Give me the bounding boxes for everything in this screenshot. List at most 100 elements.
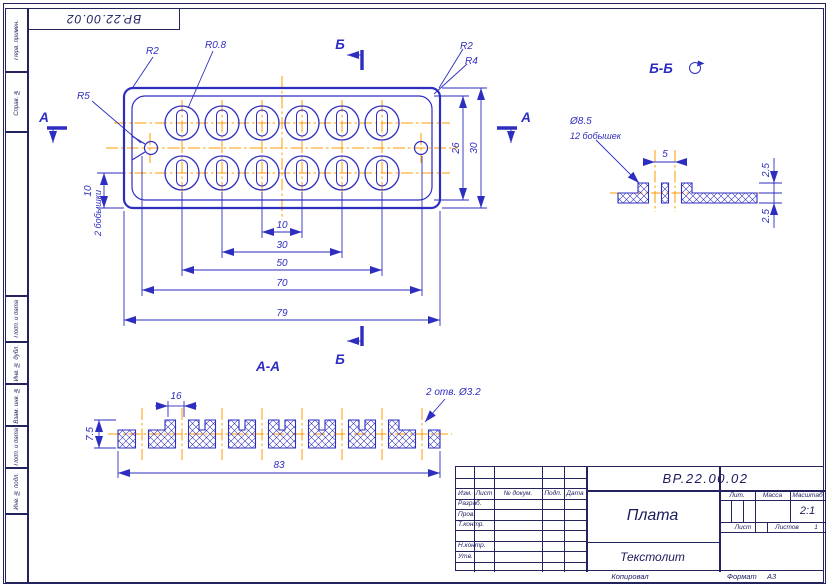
tb-material: Текстолит [620,550,685,564]
tb-header-izm: Изм. [458,489,472,497]
boss [164,105,200,141]
section-bb-view: Б-Б [569,60,782,228]
dia-label-85: Ø8.5 [569,116,592,127]
divider [755,490,756,532]
radius-leaders [91,48,468,144]
divider [456,519,586,521]
note-2-bosses: 2 бобышки [93,190,103,237]
tb-header-massa: Масса [762,491,783,499]
divider [719,500,825,501]
dim-label-25-bottom: 2.5 [761,209,772,224]
divider [790,490,791,522]
section-cut-marks [47,50,517,346]
boss [324,155,360,191]
dim-label-25-top: 2.5 [761,163,772,178]
footer-format-value: А3 [767,572,777,581]
dim-label-16: 16 [170,391,182,402]
tb-header-lit: Лит. [729,491,745,499]
tb-part-name: Плата [626,507,679,524]
margin-box-podp-data-1: Подп. и дата [5,296,28,342]
dim-label-70: 70 [276,278,288,289]
margin-box-vzam-inv: Взам. инв. № [5,384,28,426]
divider [456,551,586,552]
margin-box-podp-data-2: Подп. и дата [5,426,28,468]
sheet-outer-border [3,3,826,584]
tb-header-listov: Листов [775,523,799,531]
radius-label-r5: R5 [77,91,90,102]
boss [324,105,360,141]
holes-note-label: 2 отв. Ø3.2 [425,387,481,398]
boss [244,105,280,141]
tb-listov-value: 1 [814,523,818,531]
divider [494,467,495,572]
bosses [164,105,400,191]
centerlines [106,76,458,220]
divider [456,488,586,489]
dim-label-10-bottom: 10 [276,220,288,231]
divider [456,509,586,510]
tb-scale-value: 2:1 [799,505,816,517]
title-block: ВР.22.00.02 Плата Текстолит Изм. Лист № … [455,466,825,572]
divider [731,500,732,522]
divider [719,522,825,523]
section-label-b-top: Б [335,37,345,52]
dim-label-30-bottom: 30 [276,240,288,251]
footer-strip: Копировал Формат А3 [455,571,824,583]
dimension-lines [100,88,485,324]
dim-label-83: 83 [273,460,285,471]
margin-box-sprav-no: Справ. № [5,72,28,132]
boss [204,105,240,141]
tb-row-n-kontr: Н.контр. [458,542,486,550]
plate-outline [122,86,442,210]
tb-header-data: Дата [566,489,584,497]
footer-kopiroval: Копировал [611,572,649,581]
radius-label-r2-left: R2 [146,46,159,57]
tb-header-no-dokum: № докум. [503,489,533,497]
tb-row-t-kontr: Т.контр. [458,521,485,529]
section-aa-dims [94,398,446,478]
note-12-bosses: 12 бобышек [570,131,622,141]
section-aa-hatched-profile [117,419,441,449]
tb-row-razrab: Разраб. [458,500,482,508]
left-mount-hole [143,140,159,156]
divider [767,522,768,532]
dim-label-50: 50 [276,258,288,269]
divider [542,467,543,572]
boss [284,155,320,191]
boss [284,105,320,141]
section-bb-title: Б-Б [649,61,673,76]
tb-row-prov: Пров. [458,510,476,518]
section-label-a-left: А [38,110,49,125]
divider [586,542,719,543]
dim-label-26: 26 [451,142,462,155]
boss [364,105,400,141]
margin-box-inv-dubl: Инв. № дубл. [5,342,28,384]
margin-box-empty [5,132,28,296]
margin-box-perv-primen: Перв. примен. [5,8,28,72]
divider [719,532,825,533]
boss [204,155,240,191]
main-view: R5 R2 R0.8 R2 R4 Б Б А А 10 30 50 70 79 … [38,37,531,367]
radius-label-r4: R4 [465,56,478,67]
divider [586,490,825,492]
tb-header-list: Лист [475,489,493,497]
section-label-a-right: А [520,110,531,125]
section-bb-dims [595,139,782,228]
divider [586,467,588,572]
section-aa-title: А-А [255,359,280,374]
sheet-inner-frame [28,8,824,583]
boss [244,155,280,191]
footer-format: Формат [727,572,757,581]
rotated-symbol-icon [689,60,705,74]
margin-box-inv-podl: Инв. № подл. [5,468,28,514]
tb-header-masshtab: Масштаб [792,491,823,499]
margin-box-empty-bottom [5,514,28,583]
dim-label-30-right: 30 [469,142,480,154]
tb-header-list2: Лист [734,523,752,531]
divider [456,540,586,542]
divider [564,467,565,572]
boss [164,155,200,191]
top-stamp: ВР.22.00.02 [29,9,180,30]
